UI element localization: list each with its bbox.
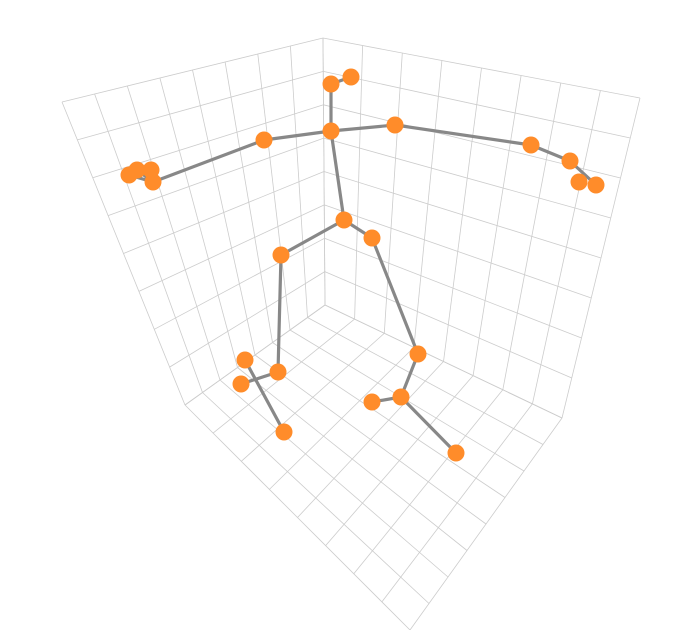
bone-left-shoulder-to-left-wrist (151, 138, 266, 184)
grid-line-left-vertical (94, 93, 203, 393)
grid-line-left-horizontal (61, 37, 324, 103)
bone-right-shoulder-to-right-elbow (393, 123, 533, 147)
joint-left-knee (272, 246, 290, 264)
grid-line-right-vertical (532, 90, 601, 404)
joint-left-ankle (269, 363, 287, 381)
joint-right-shoulder (386, 116, 404, 134)
grid-line-left-vertical (126, 85, 221, 381)
bone-pelvis-left-to-left-knee (279, 218, 346, 257)
joint-right-hand-b (587, 176, 605, 194)
bone-pelvis-right-to-right-knee (370, 236, 420, 356)
grid-line-floor-b (184, 404, 411, 630)
joint-right-knee (409, 345, 427, 363)
grid-line-left-horizontal (107, 137, 324, 216)
joint-right-heel (363, 393, 381, 411)
joint-left-hand-c (142, 161, 160, 179)
joint-left-toe-a (232, 375, 250, 393)
joint-left-hand-b (128, 161, 146, 179)
grid-line-left-horizontal (123, 171, 325, 254)
grid-line-right-horizontal (323, 71, 631, 139)
bone-neck-to-pelvis-left (329, 129, 346, 222)
skeleton-bones (127, 75, 598, 455)
bone-neck-to-right-shoulder (329, 123, 397, 133)
grid-line-floor-b (219, 379, 449, 578)
grid-line-left-vertical (61, 101, 186, 406)
joint-right-elbow (522, 136, 540, 154)
joint-pelvis-right (363, 229, 381, 247)
joint-right-ankle (392, 388, 410, 406)
grid-line-right-vertical (561, 97, 641, 419)
grid-line-right-horizontal (322, 37, 641, 99)
grid-line-floor-a (381, 403, 533, 603)
grid-line-floor-a (325, 375, 474, 546)
grid-line-floor-a (353, 389, 504, 575)
grid-line-right-horizontal (323, 171, 602, 259)
joint-left-toe-b (275, 423, 293, 441)
bone-left-knee-to-left-ankle (276, 253, 283, 374)
joint-left-shoulder (255, 131, 273, 149)
grid-line-left-vertical (159, 77, 238, 368)
joint-head (322, 75, 340, 93)
grid-line-left-horizontal (77, 71, 324, 141)
axes-grid (61, 37, 641, 630)
bone-left-heel-to-left-toe-b (243, 358, 286, 434)
joint-right-wrist (561, 152, 579, 170)
bone-right-ankle-to-right-toe (399, 395, 458, 455)
bone-neck-to-left-shoulder (262, 129, 333, 142)
grid-line-right-vertical (472, 75, 522, 376)
grid-line-floor-b (202, 392, 430, 604)
joint-pelvis-left (335, 211, 353, 229)
grid-line-floor-a (409, 417, 563, 630)
joint-neck (322, 122, 340, 140)
joint-right-toe (447, 444, 465, 462)
joint-left-heel (236, 351, 254, 369)
joint-head-top (342, 68, 360, 86)
grid-line-right-horizontal (323, 137, 611, 219)
grid-line-floor-b (237, 367, 468, 551)
grid-line-right-vertical (502, 82, 562, 390)
grid-line-floor-b (254, 354, 487, 525)
skeleton-joints (120, 68, 605, 462)
joint-right-hand-a (570, 173, 588, 191)
